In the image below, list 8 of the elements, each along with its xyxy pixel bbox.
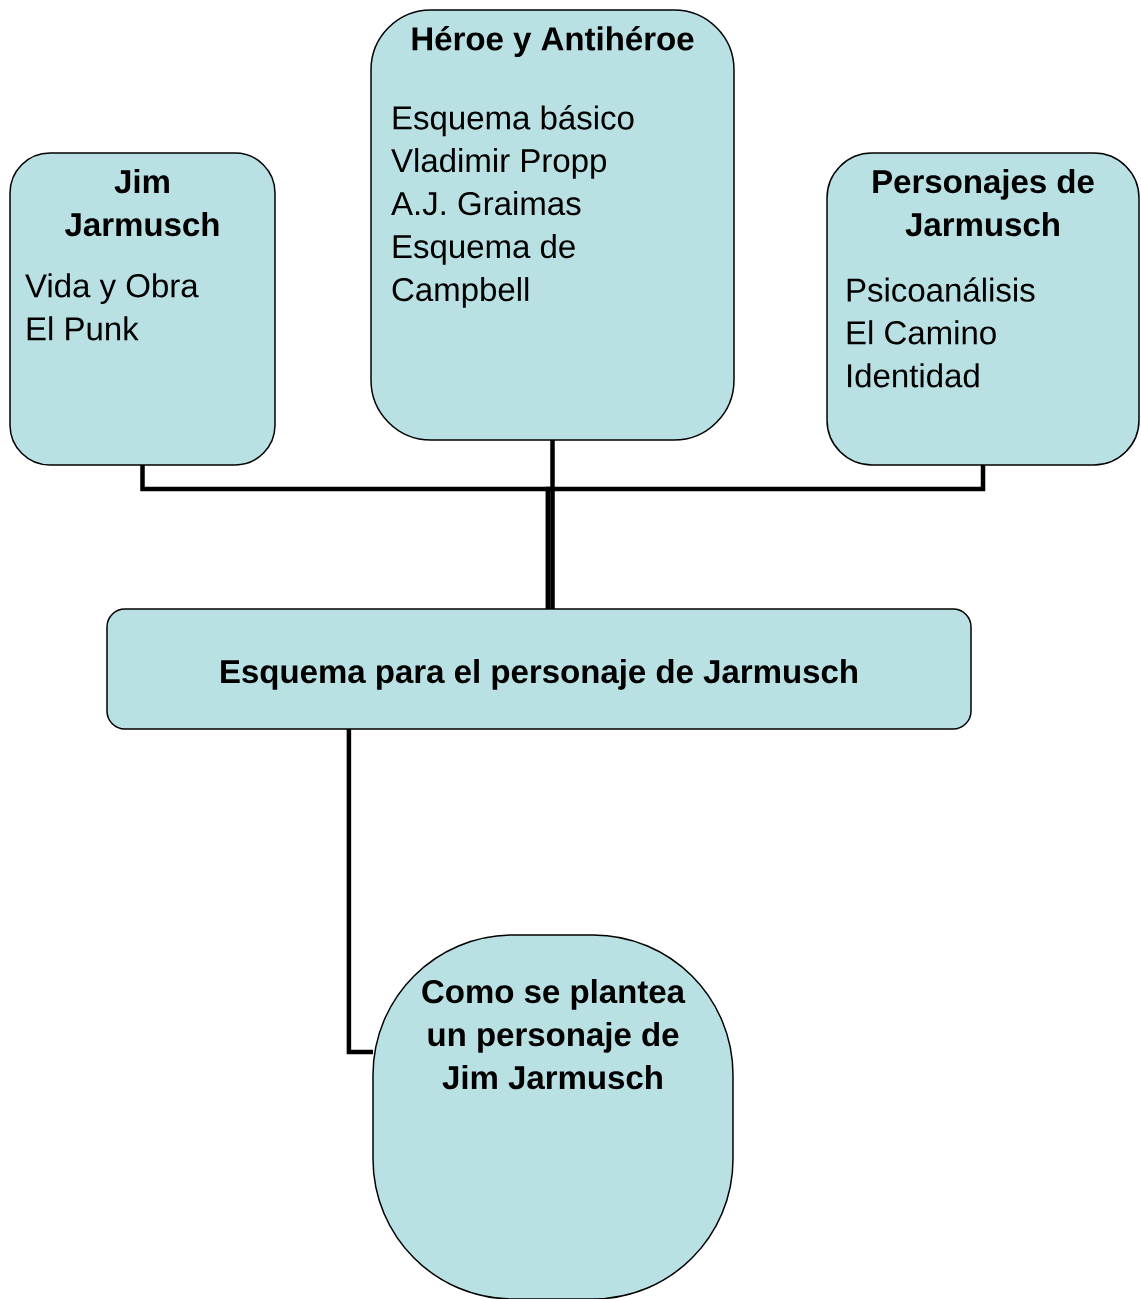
rounded-box: Esquema para el personaje de Jarmusch — [106, 608, 972, 730]
rounded-box: Héroe y Antihéroe Esquema básico Vladimir Propp A.J. Graimas Esquema de Campbell — [370, 9, 735, 441]
connector-line — [550, 440, 555, 609]
connector-line — [545, 465, 986, 609]
rounded-box: Como se plantea un personaje de Jim Jarmusch — [372, 934, 734, 1299]
rounded-box: Personajes de Jarmusch Psicoanálisis El Camino Identidad — [826, 152, 1140, 466]
rounded-box: Jim Jarmusch Vida y Obra El Punk — [9, 152, 276, 466]
connector-line — [346, 729, 373, 1055]
